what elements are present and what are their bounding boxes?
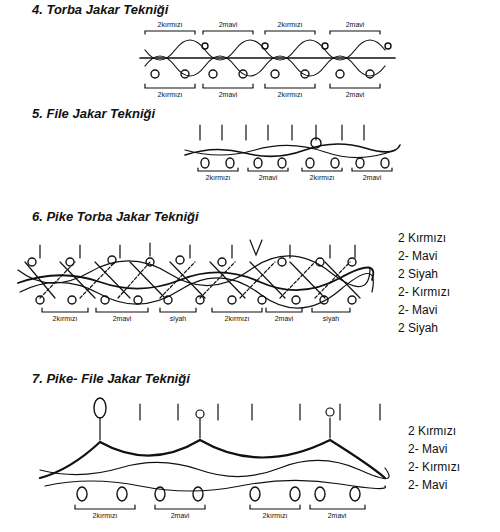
color-label: 2kırmızı (263, 512, 288, 520)
color-label: 2mavi (219, 21, 238, 29)
color-list-item: 2- Kırmızı (408, 461, 460, 474)
color-label: 2mavi (363, 174, 382, 182)
pike-torba-jakar-stitches (18, 240, 373, 312)
color-list-item: 2 Siyah (398, 322, 438, 335)
color-list-item: 2- Mavi (408, 443, 447, 456)
color-label: 2kırmızı (278, 21, 303, 29)
color-label: 2kırmızı (158, 21, 183, 29)
color-list-item: 2- Mavi (408, 479, 447, 492)
color-label: 2kırmızı (93, 512, 118, 520)
color-label: 2kırmızı (53, 315, 78, 323)
color-label: 2kırmızı (225, 315, 250, 323)
section-title: 7. Pike- File Jakar Tekniği (32, 372, 190, 386)
section-title: 4. Torba Jakar Tekniği (32, 3, 168, 17)
color-label: 2mavi (259, 174, 278, 182)
color-list-item: 2 Kırmızı (408, 425, 456, 438)
color-label: 2mavi (113, 315, 132, 323)
color-label: 2mavi (346, 91, 365, 99)
color-label: 2mavi (275, 315, 294, 323)
color-label: 2kırmızı (158, 91, 183, 99)
color-list-item: 2 Siyah (398, 268, 438, 281)
color-label: siyah (170, 315, 186, 323)
section-title: 6. Pike Torba Jakar Tekniği (32, 210, 199, 224)
color-label: 2mavi (346, 21, 365, 29)
color-list-item: 2- Mavi (398, 304, 437, 317)
section-title: 5. File Jakar Tekniği (32, 107, 155, 121)
color-list-item: 2- Kırmızı (398, 286, 450, 299)
color-label: 2kırmızı (206, 174, 231, 182)
color-label: 2kırmızı (310, 174, 335, 182)
color-list-item: 2- Mavi (398, 250, 437, 263)
color-list-item: 2 Kırmızı (398, 232, 446, 245)
color-label: 2mavi (171, 512, 190, 520)
color-label: siyah (323, 315, 339, 323)
color-label: 2kırmızı (278, 91, 303, 99)
color-label: 2mavi (328, 512, 347, 520)
file-jakar-stitches (185, 125, 400, 171)
pike-file-jakar-stitches (40, 398, 389, 509)
color-label: 2mavi (219, 91, 238, 99)
torba-jakar-stitches (140, 31, 395, 88)
